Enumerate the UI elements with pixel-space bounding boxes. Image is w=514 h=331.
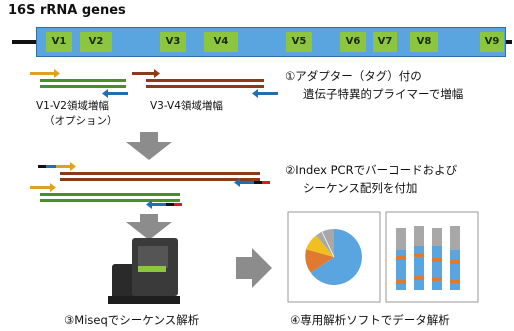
v1v2-amplicon — [30, 69, 128, 98]
adapter-blue-reverse — [108, 92, 128, 95]
step2-line1: ②Index PCRでバーコードおよび — [285, 163, 458, 177]
region-v3: V3 — [160, 32, 186, 52]
region-v5: V5 — [286, 32, 312, 52]
arrow-head-index-1 — [70, 162, 76, 171]
index-red-2 — [262, 181, 270, 184]
region-v8: V8 — [410, 32, 438, 52]
step2-line2: シーケンス配列を付加 — [303, 181, 418, 195]
index-black-2 — [254, 181, 262, 184]
index-red-4 — [174, 203, 182, 206]
v1v2-option-label: （オプション） — [44, 115, 118, 127]
step1-line1: ①アダプター（タグ）付の — [285, 69, 422, 83]
v3v4-amplicon — [132, 69, 278, 98]
index-black-1 — [38, 165, 46, 168]
index-strand-green-top — [40, 193, 180, 196]
index-blue-1 — [46, 165, 56, 168]
arrow-head-index-4 — [146, 200, 152, 209]
region-v6: V6 — [340, 32, 366, 52]
v1v2-strand-bottom — [40, 85, 126, 88]
step1-line2: 遺伝子特異的プライマーで増幅 — [303, 87, 464, 101]
v3v4-strand-bottom — [146, 85, 264, 88]
index-blue-4 — [152, 203, 166, 206]
arrow-head-forward-2 — [154, 69, 160, 78]
arrow-head-index-3 — [50, 183, 56, 192]
index-pcr-strands — [30, 162, 270, 209]
v1v2-strand-top — [40, 79, 126, 82]
stacked-bar-icon — [385, 211, 479, 303]
index-strand-brown-bottom — [60, 178, 260, 181]
index-yellow-1 — [56, 165, 70, 168]
region-v1: V1 — [46, 32, 72, 52]
arrow-head-reverse-2 — [252, 89, 258, 98]
region-v4: V4 — [204, 32, 238, 52]
region-v7: V7 — [373, 32, 397, 52]
sequencer-icon — [108, 238, 180, 304]
gene-title: 16S rRNA genes — [8, 3, 126, 18]
pie-chart-icon — [287, 211, 381, 303]
index-black-4 — [166, 203, 174, 206]
index-blue-2 — [240, 181, 254, 184]
index-yellow-3 — [30, 186, 50, 189]
arrow-head-forward — [54, 69, 60, 78]
step4-caption: ④専用解析ソフトでデータ解析 — [290, 313, 450, 327]
v1v2-label: V1-V2領域増幅 — [36, 100, 109, 112]
adapter-brown-forward — [132, 72, 154, 75]
v3v4-strand-top — [146, 79, 264, 82]
right-arrow-icon — [236, 248, 272, 288]
down-arrow-icon — [126, 132, 172, 160]
region-v9: V9 — [480, 32, 504, 52]
index-strand-green-bottom — [40, 199, 180, 202]
arrow-head-index-2 — [234, 178, 240, 187]
index-strand-brown-top — [60, 172, 260, 175]
arrow-head-reverse — [102, 89, 108, 98]
step3-caption: ③Miseqでシーケンス解析 — [64, 313, 200, 327]
region-v2: V2 — [80, 32, 112, 52]
v3v4-label: V3-V4領域増幅 — [150, 100, 223, 112]
down-arrow-icon-2 — [126, 214, 172, 240]
adapter-blue-reverse-2 — [258, 92, 278, 95]
adapter-yellow-forward — [30, 72, 54, 75]
